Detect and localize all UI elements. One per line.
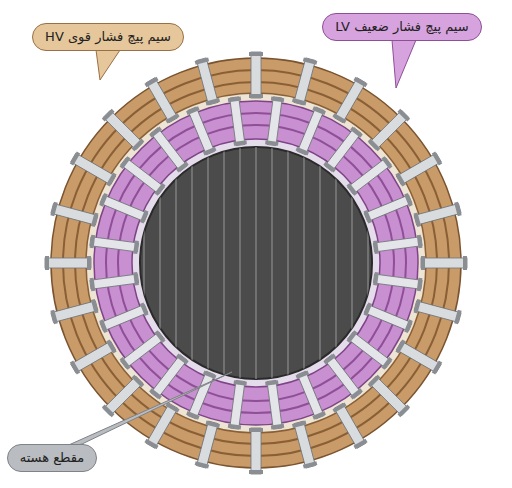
spacer-block	[195, 421, 220, 469]
lv-layer	[118, 125, 394, 401]
spacer-block	[363, 303, 412, 333]
spacer-block	[99, 303, 148, 333]
spacer-block	[292, 57, 317, 105]
callout-bubble: سیم پیچ فشار قوی HV	[32, 23, 184, 52]
winding-gap	[86, 93, 426, 433]
callout-tail	[62, 372, 232, 448]
lamination-line	[319, 143, 320, 383]
spacer-block	[414, 299, 462, 324]
callout-text: مقطع هسته	[20, 450, 85, 465]
spacer-block	[368, 109, 410, 151]
callout-tail	[96, 50, 120, 80]
lamination-line	[175, 143, 176, 383]
spacer-block	[368, 375, 410, 417]
spacer-block	[363, 193, 412, 223]
winding-gap	[132, 139, 380, 387]
spacer-block	[102, 109, 144, 151]
callout-bubble: سیم پیچ فشار ضعیف LV	[322, 13, 481, 42]
hv-layer	[75, 82, 437, 444]
lamination-line	[191, 143, 192, 383]
lamination-line	[159, 143, 160, 383]
spacer-block	[70, 339, 117, 374]
spacer-block	[373, 272, 422, 291]
callout-bubble: مقطع هسته	[7, 444, 98, 473]
spacer-block	[50, 202, 98, 227]
lamination-line	[287, 143, 288, 383]
spacer-block	[144, 77, 179, 124]
spacer-block	[395, 151, 442, 186]
lamination-line	[271, 143, 272, 383]
spacer-block	[50, 299, 98, 324]
spacer-block	[414, 202, 462, 227]
lamination-line	[239, 143, 240, 383]
callout-text: سیم پیچ فشار ضعیف LV	[335, 19, 468, 34]
lamination-line	[255, 143, 256, 383]
spacer-block	[102, 375, 144, 417]
hv-winding	[51, 58, 461, 468]
spacer-block	[373, 235, 422, 254]
spacer-block	[421, 256, 467, 270]
spacer-block	[228, 380, 247, 429]
spacer-block	[90, 272, 139, 291]
lamination-line	[335, 143, 336, 383]
lv-winding	[94, 101, 418, 425]
spacer-block	[195, 57, 220, 105]
spacer-block	[323, 353, 363, 399]
spacer-block	[296, 370, 326, 419]
spacer-block	[292, 421, 317, 469]
lv-layer	[106, 113, 406, 413]
hv-layer	[63, 70, 449, 456]
spacer-block	[323, 127, 363, 173]
spacer-block	[149, 127, 189, 173]
spacer-block	[249, 52, 263, 98]
spacer-block	[90, 235, 139, 254]
spacer-block	[186, 106, 216, 155]
spacer-block	[395, 339, 442, 374]
spacer-block	[228, 97, 247, 146]
spacer-block	[249, 428, 263, 474]
spacer-block	[149, 353, 189, 399]
lamination-line	[207, 143, 208, 383]
callout-text: سیم پیچ فشار قوی HV	[45, 29, 171, 44]
spacer-block	[120, 156, 166, 196]
spacer-block	[332, 402, 367, 449]
spacer-block	[332, 77, 367, 124]
spacer-block	[265, 380, 284, 429]
spacer-block	[99, 193, 148, 223]
lamination-line	[223, 143, 224, 383]
spacer-block	[70, 151, 117, 186]
spacer-block	[346, 330, 392, 370]
spacer-block	[265, 97, 284, 146]
spacer-block	[346, 156, 392, 196]
spacer-block	[186, 370, 216, 419]
lamination-line	[303, 143, 304, 383]
spacer-block	[296, 106, 326, 155]
callout-tail	[392, 40, 416, 88]
lamination-line	[351, 143, 352, 383]
spacer-block	[120, 330, 166, 370]
spacer-block	[45, 256, 91, 270]
core-laminations	[144, 143, 368, 383]
spacers	[45, 52, 467, 474]
